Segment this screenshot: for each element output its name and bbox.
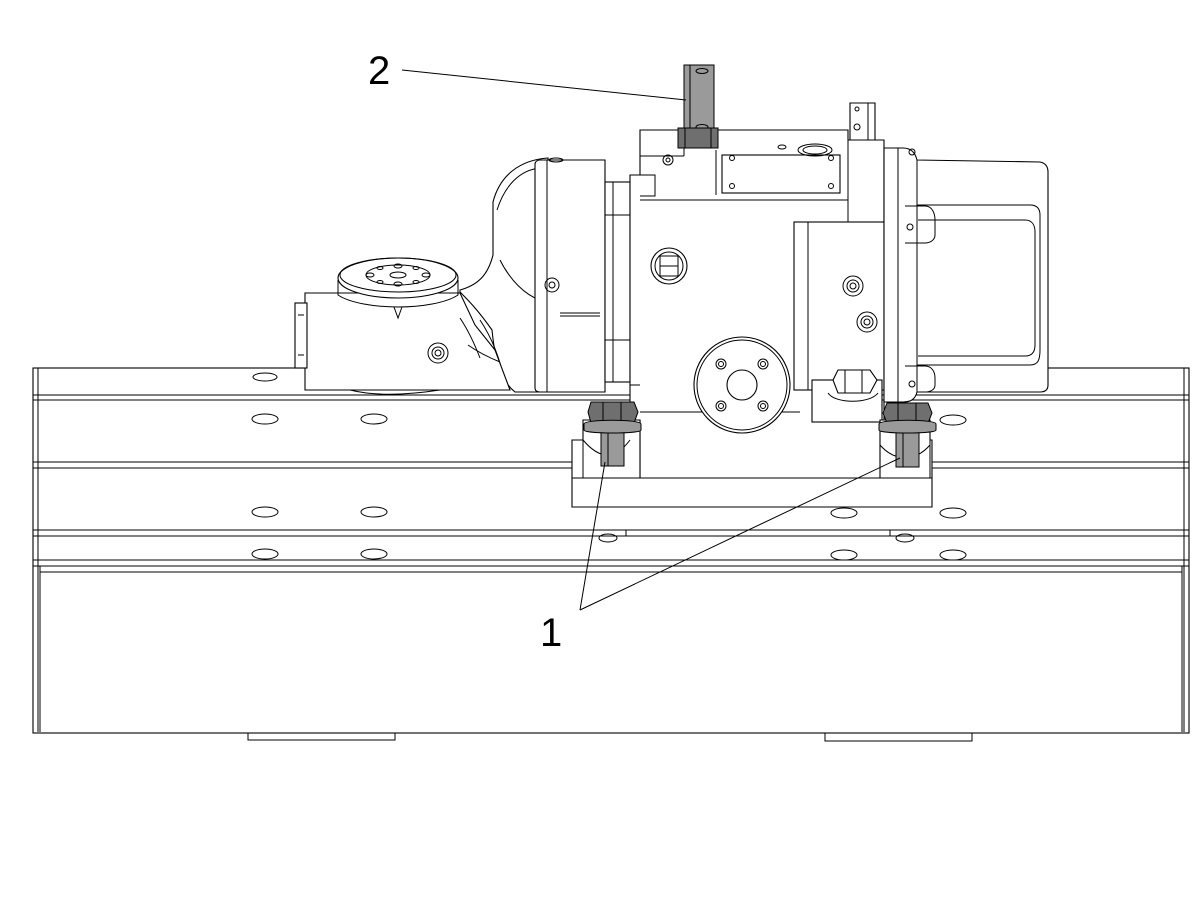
callout-label-1: 1: [540, 611, 562, 655]
joint-motor: [534, 157, 631, 393]
callout-1: 1: [540, 457, 901, 655]
mounting-bolt-left: [583, 401, 642, 467]
callout-2: 2: [368, 49, 687, 101]
mounting-bolt-right: [878, 402, 937, 468]
motor-cover: [883, 147, 1049, 403]
wrist-arm: [294, 157, 549, 395]
side-gearbox: [793, 221, 885, 423]
callout-label-2: 2: [368, 49, 390, 93]
lifting-bracket: [677, 64, 719, 149]
